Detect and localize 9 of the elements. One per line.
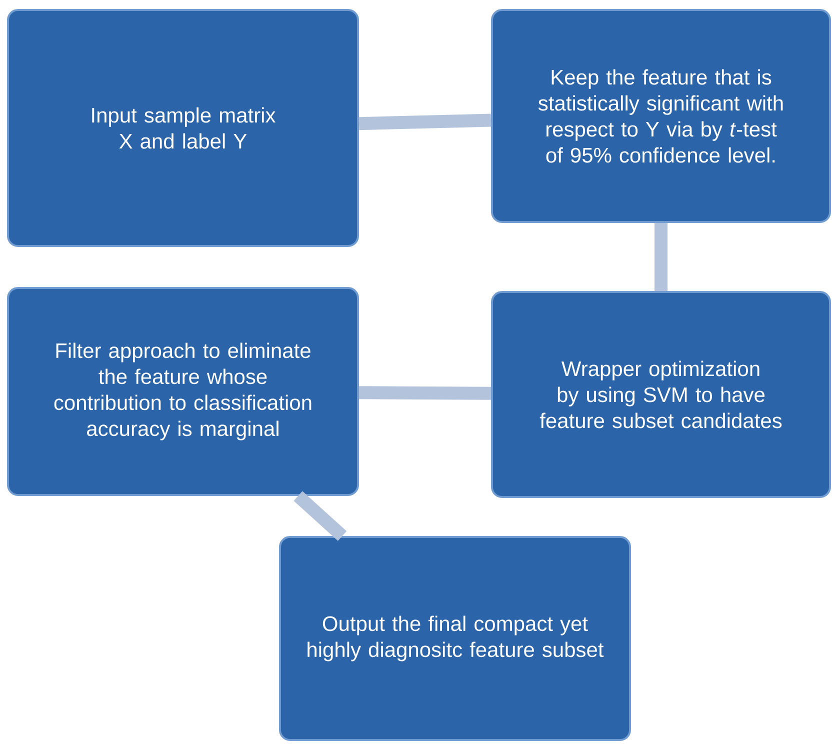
process-box: Input sample matrix X and label Y	[7, 9, 359, 247]
connector-bar	[294, 491, 347, 541]
process-box: Keep the feature that is statistically significant with respect to Y via by t-test of 95% confidence level.	[491, 9, 831, 223]
connector-bar	[358, 386, 492, 400]
process-box: Output the final compact yet highly diagnositc feature subset	[279, 536, 631, 741]
process-box: Wrapper optimization by using SVM to have feature subset candidates	[491, 291, 831, 498]
connector-bar	[654, 223, 668, 291]
process-box: Filter approach to eliminate the feature whose contribution to classification accuracy is marginal	[7, 287, 359, 496]
connector-bar	[358, 114, 492, 130]
